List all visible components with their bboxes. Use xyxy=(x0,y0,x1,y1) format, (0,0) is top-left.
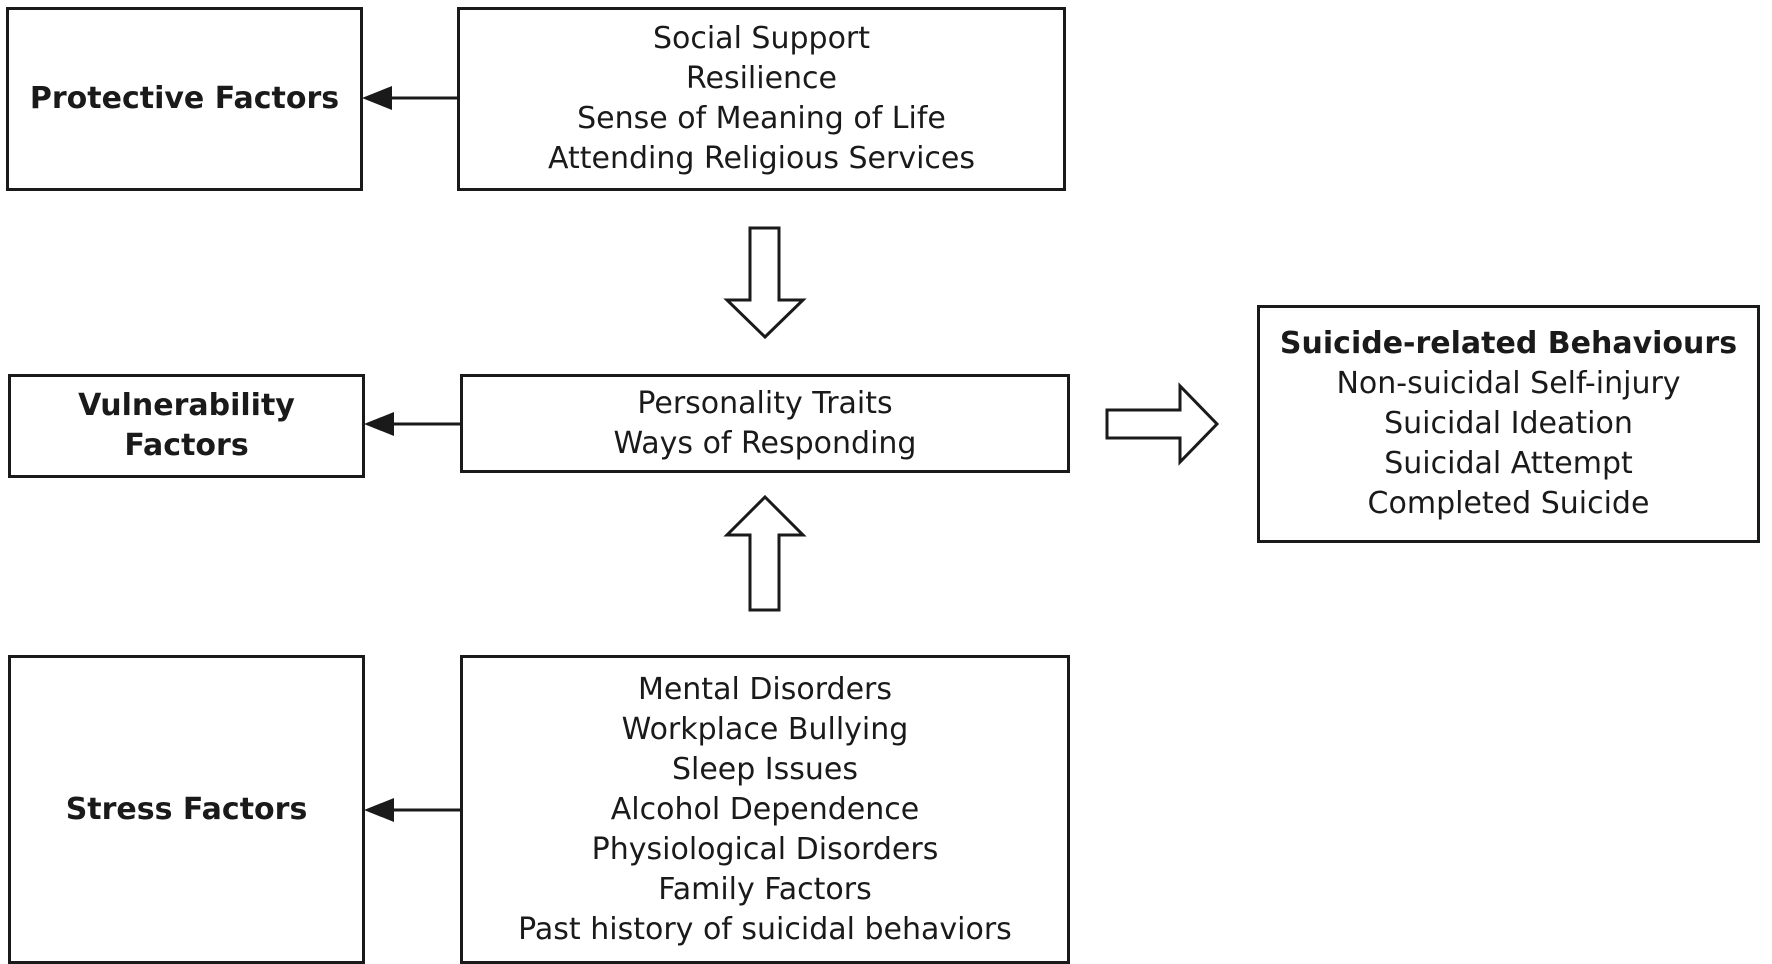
stress-item: Family Factors xyxy=(658,871,872,907)
protective-factors-label: Protective Factors xyxy=(29,81,340,116)
stress-item: Physiological Disorders xyxy=(591,831,939,867)
hollow-arrow-up xyxy=(723,494,807,612)
suicide-related-behaviours-box: Suicide-related Behaviours Non-suicidal … xyxy=(1257,305,1760,543)
stress-item: Sleep Issues xyxy=(671,751,859,787)
suicide-related-behaviours-list: Suicide-related Behaviours Non-suicidal … xyxy=(1280,324,1737,524)
protective-item: Social Support xyxy=(652,21,871,56)
vulnerability-factors-label-line: Vulnerability xyxy=(78,388,295,423)
vulnerability-factors-label-box: Vulnerability Factors xyxy=(8,374,365,478)
stress-item: Workplace Bullying xyxy=(621,711,909,747)
stress-factors-label-box: Stress Factors xyxy=(8,655,365,964)
outcome-item: Suicidal Attempt xyxy=(1384,446,1633,481)
outcome-item: Completed Suicide xyxy=(1367,486,1650,521)
arrow-stress-to-label xyxy=(364,798,460,822)
vulnerability-factors-items-box: Personality Traits Ways of Responding xyxy=(460,374,1070,473)
stress-factors-list: Mental Disorders Workplace Bullying Slee… xyxy=(518,670,1012,950)
protective-factors-items-box: Social Support Resilience Sense of Meani… xyxy=(457,7,1066,191)
stress-item: Past history of suicidal behaviors xyxy=(518,911,1012,947)
protective-factors-label-box: Protective Factors xyxy=(6,7,363,191)
stress-item: Alcohol Dependence xyxy=(610,791,920,827)
arrow-vulnerability-to-label xyxy=(364,412,460,436)
arrow-protective-to-label xyxy=(362,86,457,110)
protective-factors-list: Social Support Resilience Sense of Meani… xyxy=(548,19,975,179)
vulnerability-factors-list: Personality Traits Ways of Responding xyxy=(614,384,917,464)
stress-factors-label: Stress Factors xyxy=(65,791,308,827)
vulnerability-factors-label-line: Factors xyxy=(124,428,249,463)
vulnerability-item: Personality Traits xyxy=(637,385,893,421)
outcome-item: Suicidal Ideation xyxy=(1384,406,1633,441)
outcome-item: Non-suicidal Self-injury xyxy=(1336,366,1681,401)
suicide-related-behaviours-title: Suicide-related Behaviours xyxy=(1279,326,1738,361)
stress-item: Mental Disorders xyxy=(637,671,893,707)
hollow-arrow-right xyxy=(1105,382,1220,466)
protective-item: Attending Religious Services xyxy=(547,141,975,176)
hollow-arrow-down xyxy=(723,226,807,340)
stress-factors-items-box: Mental Disorders Workplace Bullying Slee… xyxy=(460,655,1070,964)
protective-item: Resilience xyxy=(685,61,837,96)
vulnerability-item: Ways of Responding xyxy=(613,425,917,461)
protective-item: Sense of Meaning of Life xyxy=(577,101,946,136)
